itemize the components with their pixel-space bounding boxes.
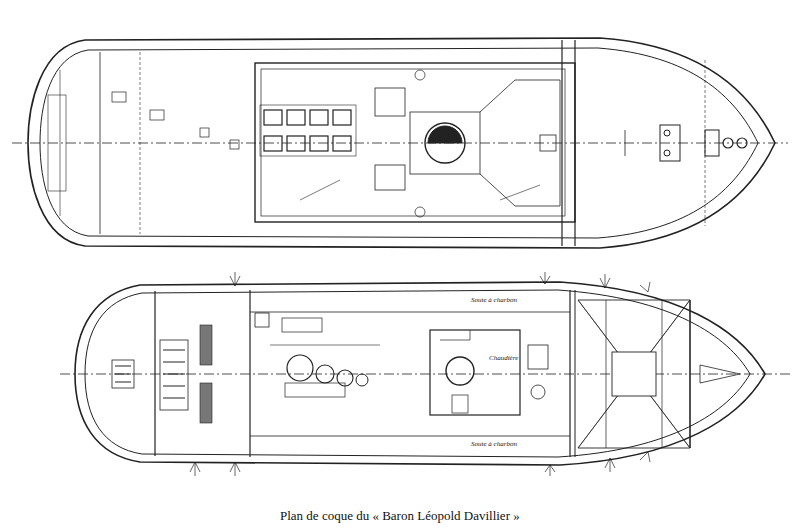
compartment-label: Chaudière bbox=[488, 355, 519, 363]
caption: Plan de coque du « Baron Léopold Davilli… bbox=[280, 508, 520, 524]
compartment-label: Soute à charbon bbox=[470, 297, 518, 305]
compartment-label: Soute à charbon bbox=[470, 441, 518, 449]
